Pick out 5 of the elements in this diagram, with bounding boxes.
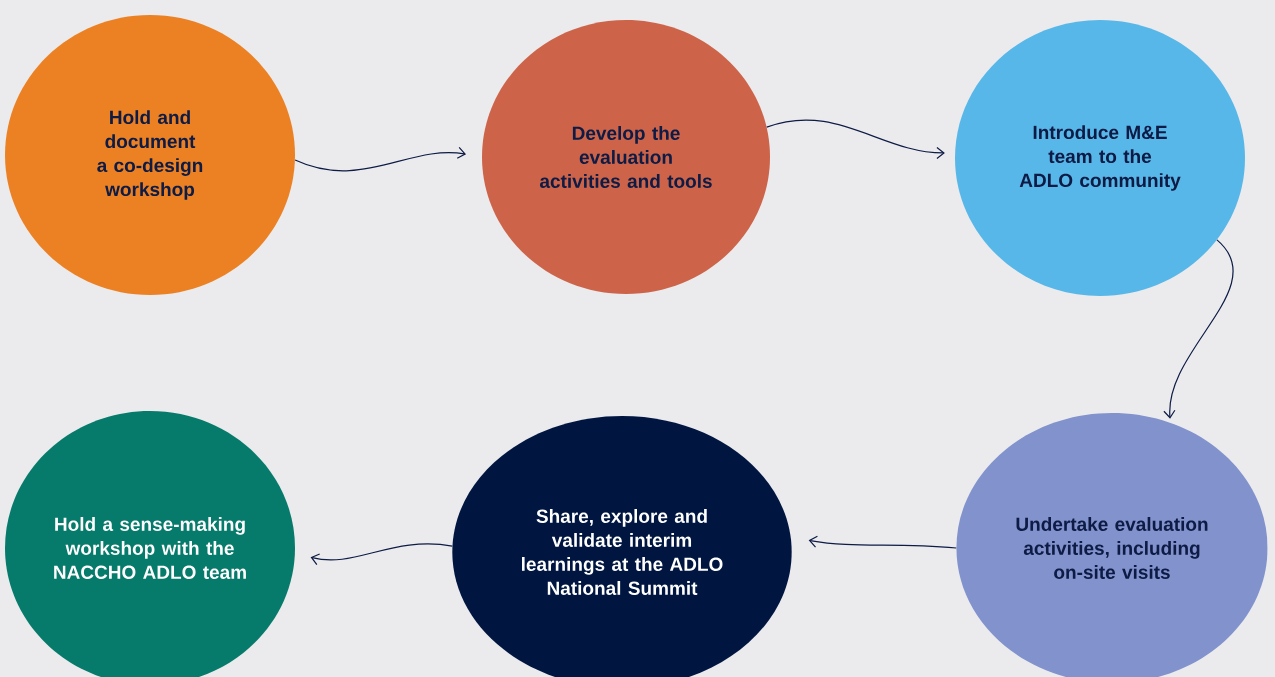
arrow [808, 535, 957, 549]
arrow [310, 543, 453, 566]
arrow [1163, 239, 1234, 419]
arrow [766, 119, 945, 160]
arrow [294, 146, 467, 172]
